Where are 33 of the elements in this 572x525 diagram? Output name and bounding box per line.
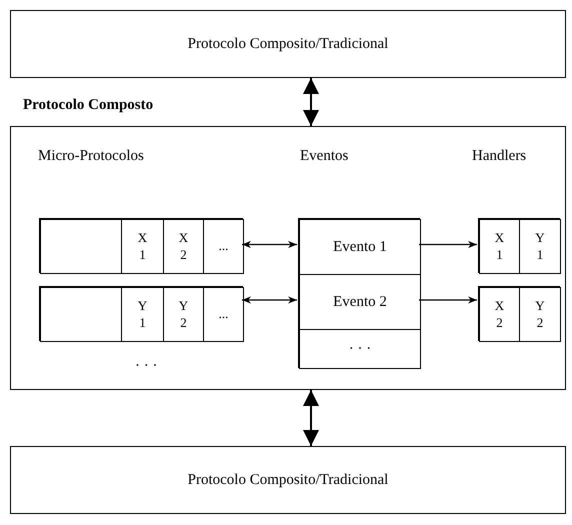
- table-cell: X 1: [479, 219, 520, 274]
- table-cell: · · ·: [299, 329, 421, 369]
- table-cell: Y 2: [163, 287, 204, 342]
- table-cell: Y 1: [121, 287, 164, 342]
- table-cell: X 2: [479, 287, 520, 342]
- table-cell: Y 2: [519, 287, 561, 342]
- table-row: [298, 218, 420, 368]
- table-cell: Evento 2: [299, 274, 421, 330]
- arrow: [419, 296, 477, 304]
- table-cell: ...: [203, 219, 244, 274]
- section-label: · · ·: [135, 358, 158, 375]
- arrow: [419, 240, 477, 248]
- group-heading: Protocolo Composto: [23, 97, 154, 114]
- table-row: [478, 218, 560, 273]
- section-label: Handlers: [472, 148, 526, 165]
- arrow: [303, 390, 319, 446]
- table-cell: X 1: [121, 219, 164, 274]
- table-row: [39, 218, 243, 273]
- protocol-box: [10, 10, 566, 78]
- table-row: [478, 286, 560, 341]
- box-label: Protocolo Composito/Tradicional: [188, 472, 388, 488]
- table-cell: ...: [203, 287, 244, 342]
- box-label: Protocolo Composito/Tradicional: [188, 36, 388, 52]
- table-cell: Evento 1: [299, 219, 421, 275]
- arrow: [303, 78, 319, 126]
- section-label: Eventos: [300, 148, 348, 165]
- arrow: [242, 240, 297, 248]
- table-cell: Y 1: [519, 219, 561, 274]
- table-row: [39, 286, 243, 341]
- protocol-box: [10, 446, 566, 514]
- arrow: [242, 296, 297, 304]
- section-label: Micro-Protocolos: [38, 148, 144, 165]
- table-cell: X 2: [163, 219, 204, 274]
